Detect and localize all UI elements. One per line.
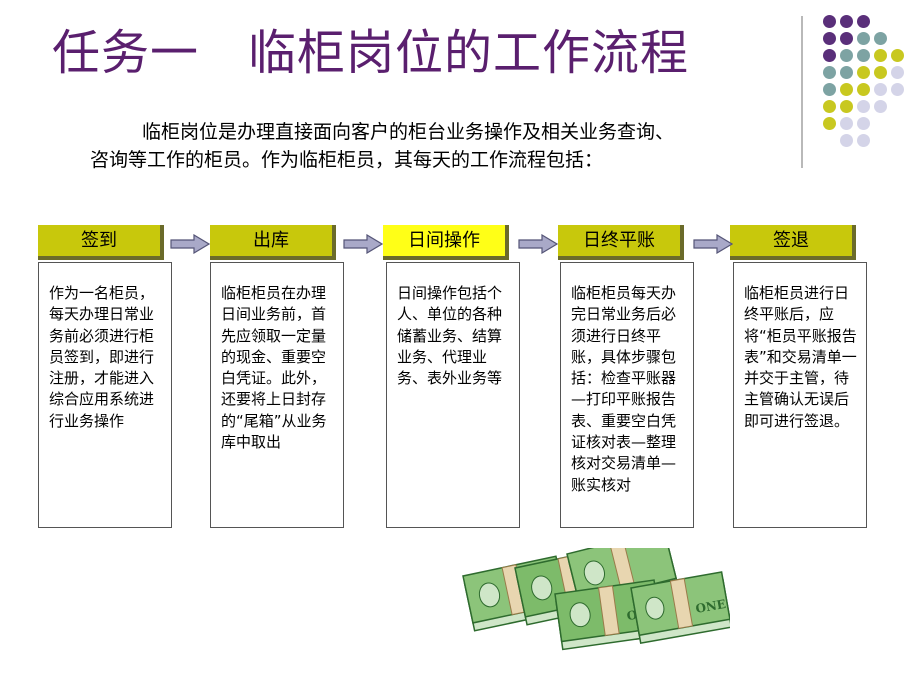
flow-arrow-icon (343, 234, 383, 254)
intro-line-1: 临柜岗位是办理直接面向客户的柜台业务操作及相关业务查询、 (142, 121, 675, 143)
step-head-cash-out: 出库 (210, 225, 336, 260)
step-head-daily-operation: 日间操作 (383, 225, 509, 260)
step-head-sign-out: 签退 (730, 225, 856, 260)
step-box-end-of-day-balance: 临柜柜员每天办完日常业务后必须进行日终平账，具体步骤包括：检查平账器—打印平账报… (560, 262, 694, 528)
flow-arrow-icon (170, 234, 210, 254)
banknote-text: ONE (694, 597, 727, 616)
banknote-stack-image: ONE ONE ONE (462, 548, 730, 651)
step-box-sign-out: 临柜柜员进行日终平账后，应将“柜员平账报告表”和交易清单一并交于主管，待主管确认… (733, 262, 867, 528)
step-box-cash-out: 临柜柜员在办理日间业务前，首先应领取一定量的现金、重要空白凭证。此外，还要将上日… (210, 262, 344, 528)
step-box-sign-in: 作为一名柜员，每天办理日常业务前必须进行柜员签到，即进行注册，才能进入综合应用系… (38, 262, 172, 528)
step-head-end-of-day-balance: 日终平账 (558, 225, 684, 260)
slide-title: 任务一 临柜岗位的工作流程 (52, 25, 690, 81)
flow-arrow-icon (518, 234, 558, 254)
step-head-sign-in: 签到 (38, 225, 164, 260)
intro-line-2: 咨询等工作的柜员。作为临柜柜员，其每天的工作流程包括： (90, 149, 604, 171)
flow-arrow-icon (693, 234, 733, 254)
step-box-daily-operation: 日间操作包括个人、单位的各种储蓄业务、结算业务、代理业务、表外业务等 (386, 262, 520, 528)
intro-paragraph: 临柜岗位是办理直接面向客户的柜台业务操作及相关业务查询、 咨询等工作的柜员。作为… (90, 118, 810, 174)
divider-line (801, 16, 803, 168)
